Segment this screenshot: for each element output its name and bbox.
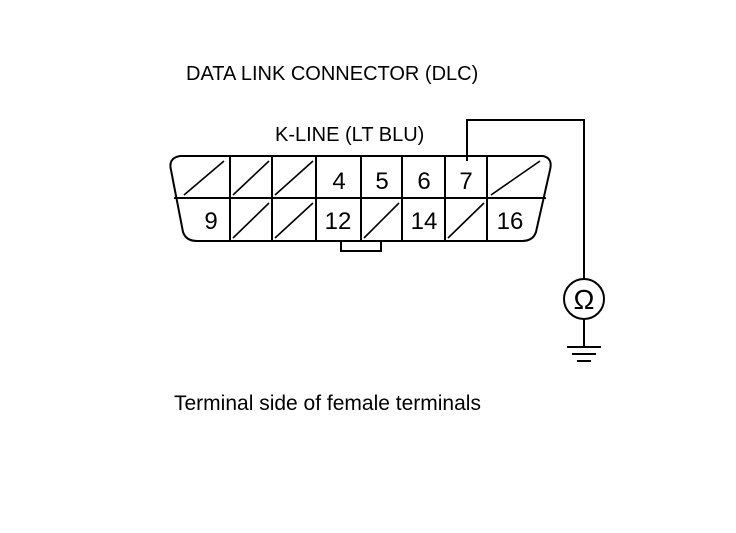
top-row-dividers: [229, 156, 488, 198]
connector-outline: [169, 155, 552, 242]
bottom-row-blank-marks: [232, 202, 485, 239]
pin-label-14: 14: [411, 208, 438, 235]
probe-wire: [466, 119, 585, 279]
ohm-symbol-icon: Ω: [574, 284, 595, 315]
diagram-title: DATA LINK CONNECTOR (DLC): [186, 63, 478, 85]
pin-label-6: 6: [417, 168, 430, 195]
top-row-blank-marks: [183, 160, 541, 196]
bottom-row-dividers: [229, 198, 488, 241]
pin-label-12: 12: [325, 208, 352, 235]
pin-label-9: 9: [204, 208, 217, 235]
caption: Terminal side of female terminals: [174, 392, 481, 415]
pin-label-4: 4: [332, 168, 345, 195]
ground-icon: [567, 346, 601, 362]
ohmmeter: Ω: [563, 278, 605, 320]
wire-label: K-LINE (LT BLU): [275, 124, 424, 146]
pin-label-5: 5: [375, 168, 388, 195]
pin-label-16: 16: [497, 208, 524, 235]
pin-label-7: 7: [459, 168, 472, 195]
connector-keyway: [340, 241, 382, 252]
